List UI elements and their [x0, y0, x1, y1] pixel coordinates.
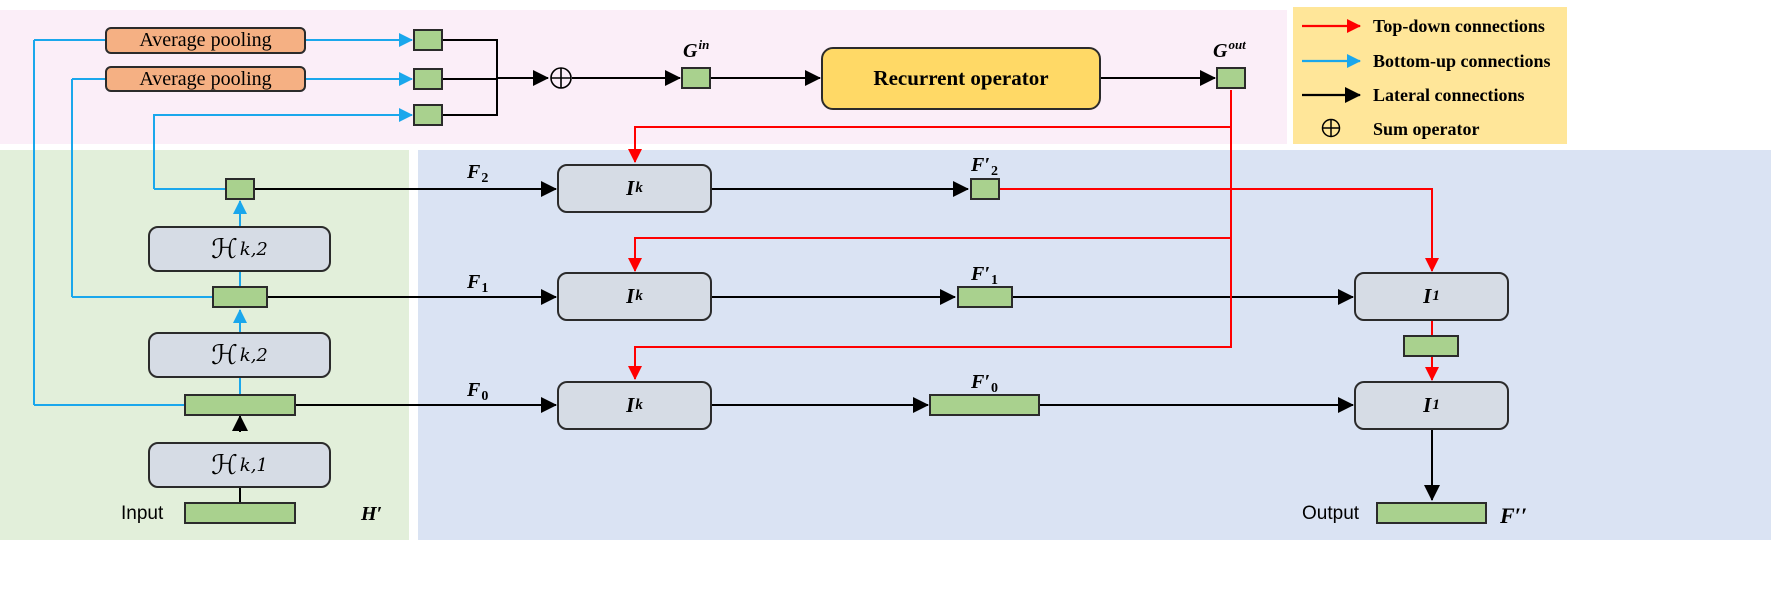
output-feature: [1376, 502, 1487, 524]
recurrent-operator-label: Recurrent operator: [873, 66, 1049, 90]
f1-prime-label: F′1: [971, 263, 998, 288]
legend-panel: [1293, 7, 1567, 144]
g-in-feature: [681, 67, 711, 89]
average-pooling-box-1: Average pooling: [105, 27, 306, 54]
backbone-feature-f1: [212, 286, 268, 308]
pooled-feature-2: [413, 68, 443, 90]
f2-prime-feature: [970, 178, 1000, 200]
legend-glyphs: [1302, 19, 1361, 138]
lateral-connections: [232, 39, 1440, 502]
f1-prime-feature: [957, 286, 1013, 308]
f0-prime-feature: [929, 394, 1040, 416]
top-down-connections: [628, 90, 1439, 381]
average-pooling-label-1: Average pooling: [139, 29, 272, 51]
f2-prime-label: F′2: [971, 154, 998, 179]
legend-lateral-label: Lateral connections: [1373, 85, 1525, 105]
average-pooling-box-2: Average pooling: [105, 66, 306, 92]
input-label: Input: [121, 503, 164, 524]
output-label: Output: [1302, 503, 1360, 524]
legend-sum-label: Sum operator: [1373, 119, 1480, 139]
sum-operator-node: [550, 67, 572, 89]
pooled-feature-3: [413, 104, 443, 126]
backbone-feature-f2: [225, 178, 255, 200]
legend-topdown-label: Top-down connections: [1373, 16, 1545, 36]
f2-label: F2: [467, 161, 489, 186]
f0-label: F0: [467, 379, 489, 404]
fusion-region: [418, 150, 1771, 540]
legend-sum-icon: [1321, 118, 1341, 138]
g-out-label: Gout: [1213, 37, 1246, 62]
backbone-feature-f0: [184, 394, 296, 416]
legend-bottomup-label: Bottom-up connections: [1373, 51, 1551, 71]
output-symbol: F′′: [1500, 503, 1528, 528]
h-prime-label: H′: [361, 503, 383, 525]
intermediate-feature: [1403, 335, 1459, 357]
pooled-feature-1: [413, 29, 443, 51]
average-pooling-label-2: Average pooling: [139, 67, 272, 90]
f0-prime-label: F′0: [971, 371, 998, 396]
g-out-feature: [1216, 67, 1246, 89]
bottom-up-connections: [33, 33, 413, 406]
g-in-label: Gin: [683, 37, 710, 62]
input-feature: [184, 502, 296, 524]
f1-label: F1: [467, 271, 489, 296]
recurrent-operator-box: Recurrent operator: [821, 47, 1101, 110]
